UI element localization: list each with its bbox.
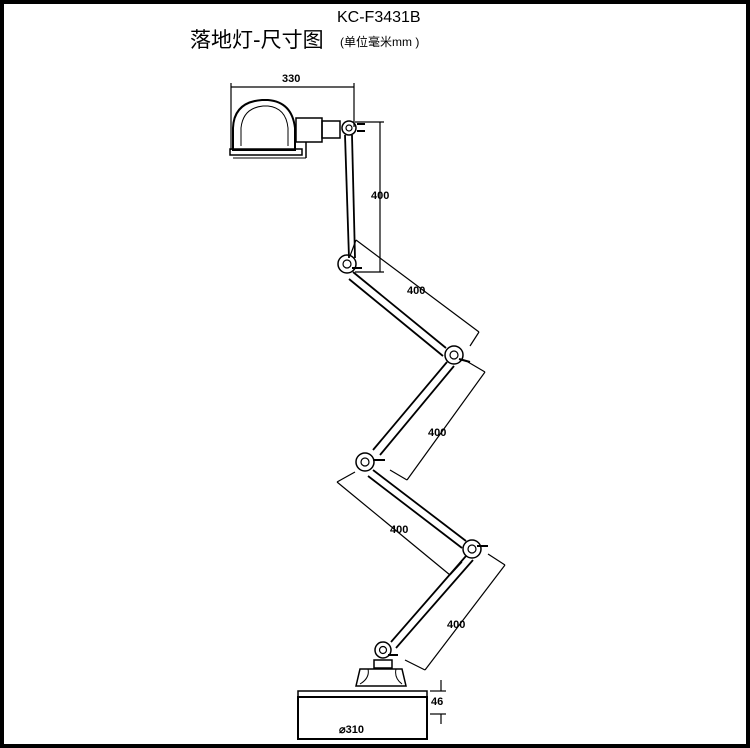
- dim-arm-5: [404, 553, 506, 671]
- dim-label-arm-5: 400: [447, 619, 465, 631]
- arm-segment-2: [348, 271, 447, 357]
- dim-label-arm-2: 400: [407, 285, 425, 297]
- dim-label-arm-4: 400: [390, 524, 408, 536]
- lamp-base: [297, 690, 428, 740]
- arm-segment-5: [390, 555, 474, 649]
- dim-label-arm-1: 400: [371, 190, 389, 202]
- model-number: KC-F3431B: [337, 9, 421, 26]
- lamp-shade: [229, 99, 341, 159]
- base-connector: [355, 659, 407, 687]
- arm-segment-3: [372, 361, 455, 456]
- dim-arm-2: [349, 239, 480, 347]
- arm-segment-4: [367, 469, 467, 549]
- dim-arm-3: [389, 361, 486, 481]
- dim-arm-1: [355, 121, 384, 273]
- unit-note: (单位毫米mm ): [340, 35, 420, 49]
- dim-shade-width: [230, 83, 355, 150]
- diagram-title: 落地灯-尺寸图: [190, 28, 324, 52]
- dim-label-base-diameter: ⌀310: [339, 724, 364, 736]
- joint-3: [444, 345, 471, 365]
- arm-segment-1: [341, 120, 365, 259]
- dim-base-height: [430, 680, 446, 724]
- joint-5: [462, 539, 488, 559]
- dim-label-arm-3: 400: [428, 427, 446, 439]
- joint-4: [355, 452, 385, 472]
- dim-label-base-height: 46: [431, 696, 443, 708]
- dim-label-330: 330: [282, 73, 300, 85]
- joint-2: [337, 254, 362, 274]
- joint-6: [374, 641, 398, 659]
